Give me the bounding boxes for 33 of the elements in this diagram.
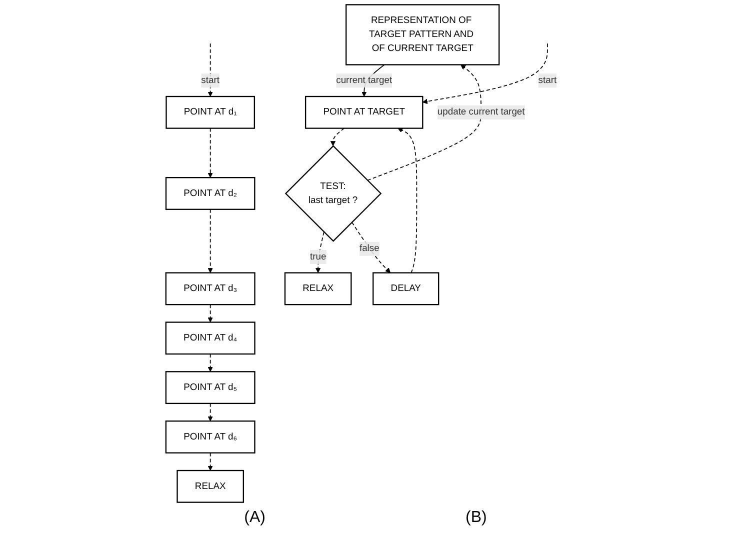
node-box: DELAY — [372, 272, 440, 306]
panel-label: (A) — [244, 509, 266, 527]
arrow — [208, 403, 213, 422]
node-box: POINT AT d₄ — [165, 322, 256, 355]
node-box: RELAX — [284, 272, 352, 306]
arrow — [208, 128, 213, 178]
node-box: POINT AT d₃ — [165, 272, 256, 306]
node-box: POINT AT d₅ — [165, 371, 256, 404]
arrow — [208, 208, 213, 274]
node-box: POINT AT d₆ — [165, 420, 256, 454]
panel-label: (B) — [466, 509, 487, 527]
arrow — [208, 354, 213, 372]
node-box: POINT AT d₂ — [165, 177, 256, 210]
edge-label: start — [538, 75, 557, 86]
arrow — [330, 128, 345, 146]
arrow — [366, 64, 482, 181]
node-diamond: TEST: last target ? — [284, 145, 382, 242]
node-box: POINT AT d₁ — [166, 96, 256, 129]
arrow — [422, 43, 548, 104]
arrow — [315, 232, 324, 274]
arrow — [351, 222, 391, 274]
node-box: POINT AT TARGET — [304, 96, 424, 129]
node-box: REPRESENTATION OF TARGET PATTERN AND OF CURRENT TARGET — [346, 4, 500, 66]
edge-label: update current target — [437, 107, 525, 118]
node-box: RELAX — [176, 470, 244, 503]
edge-label: current target — [336, 75, 392, 86]
arrow — [208, 452, 213, 471]
arrow — [398, 128, 418, 274]
arrow — [208, 304, 213, 322]
arrow — [208, 43, 213, 97]
edge-label: true — [310, 252, 326, 262]
edge-label: false — [359, 244, 380, 254]
edge-label: start — [201, 75, 220, 86]
